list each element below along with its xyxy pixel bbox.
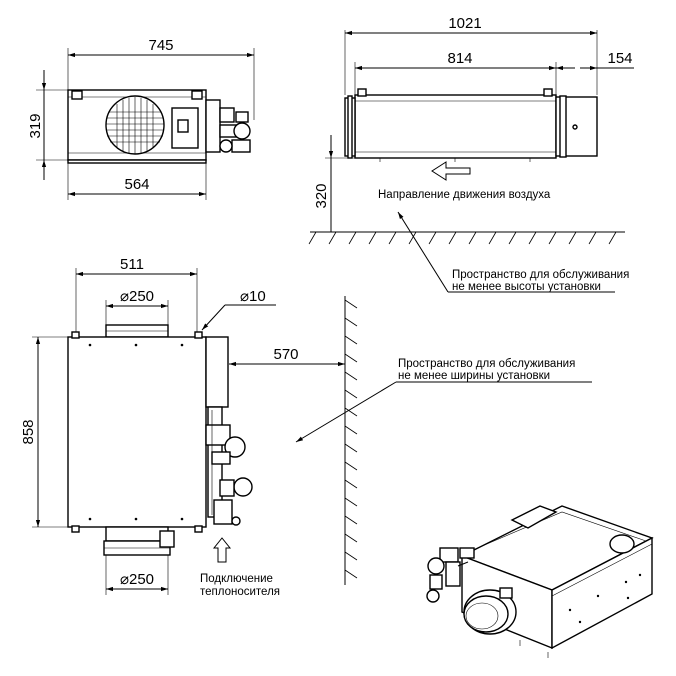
- front-width-dimension: 745: [148, 37, 173, 54]
- coolant-connection-label-line1: Подключение: [200, 573, 273, 585]
- service-height-label-line2: не менее высоты установки: [452, 281, 601, 293]
- side-housing: [354, 94, 557, 159]
- top-length-dimension: 858: [20, 419, 37, 444]
- side-body-dimension: 814: [447, 50, 472, 67]
- side-outlet-dimension: 154: [607, 50, 632, 67]
- coolant-connection-label-line2: теплоносителя: [200, 586, 280, 598]
- side-view: 1021 814 154 Направление движения воздух…: [308, 15, 634, 293]
- coolant-connection-arrow-icon: [212, 537, 232, 563]
- top-width-dimension: 511: [120, 256, 144, 273]
- duct-diameter-top-dimension: ⌀250: [120, 288, 154, 305]
- service-width-note: Пространство для обслуживания не менее ш…: [295, 358, 592, 443]
- top-housing: [67, 336, 207, 528]
- airflow-arrow-icon: [431, 161, 471, 181]
- bolt-diameter-dimension: ⌀10: [240, 288, 266, 305]
- valve-assembly: [205, 99, 251, 153]
- front-view: 745 319: [27, 37, 255, 200]
- top-view: 511 ⌀250 ⌀10: [20, 256, 345, 598]
- service-width-label-line2: не менее ширины установки: [398, 370, 550, 382]
- mount-height-dimension: 320: [313, 183, 330, 208]
- service-width-label-line1: Пространство для обслуживания: [398, 358, 575, 370]
- heat-exchanger-piping: [205, 336, 253, 526]
- wall: [344, 296, 358, 585]
- front-height-dimension: 319: [27, 113, 44, 138]
- duct-diameter-bottom-dimension: ⌀250: [120, 571, 154, 588]
- side-total-dimension: 1021: [448, 15, 481, 32]
- isometric-view: [426, 505, 654, 658]
- airflow-direction-label: Направление движения воздуха: [378, 189, 551, 201]
- service-height-label-line1: Пространство для обслуживания: [452, 269, 629, 281]
- service-clearance-dimension: 570: [273, 346, 298, 363]
- front-base-dimension: 564: [124, 176, 149, 193]
